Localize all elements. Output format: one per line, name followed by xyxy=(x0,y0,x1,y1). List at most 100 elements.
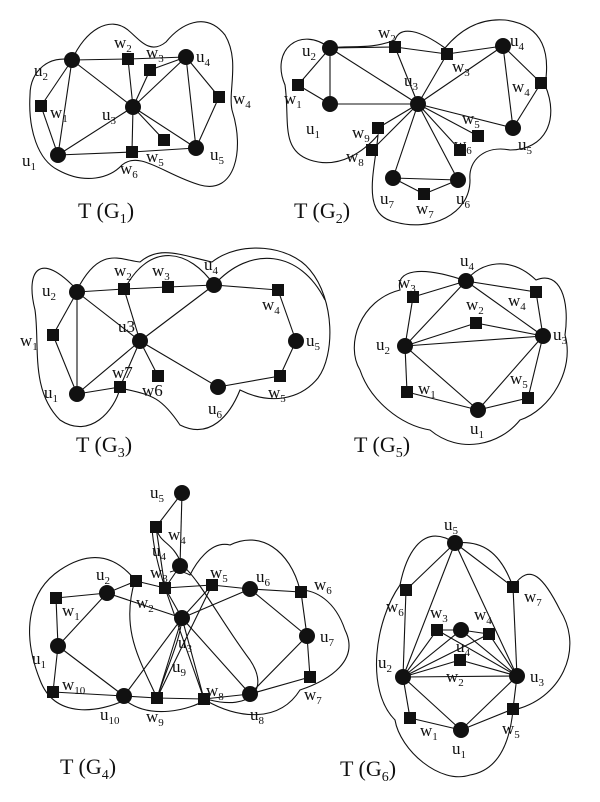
label-u4: u4 xyxy=(510,31,525,53)
vertex-w1 xyxy=(47,329,59,341)
label-u2: u2 xyxy=(96,565,110,587)
label-w6: w6 xyxy=(142,381,163,400)
vertex-u5 xyxy=(447,535,463,551)
label-u3: u3 xyxy=(553,325,568,347)
panel-t-g1: u1 u2 u3 u4 u5 w1 w2 w3 w4 w5 w6 T (G1) xyxy=(22,21,251,227)
vertex-w1 xyxy=(404,712,416,724)
label-w6: w6 xyxy=(386,597,404,619)
label-u6: u6 xyxy=(208,399,223,421)
vertex-u2 xyxy=(64,52,80,68)
vertex-w3 xyxy=(441,48,453,60)
label-w8: w8 xyxy=(346,147,364,169)
vertex-u8 xyxy=(242,686,258,702)
vertex-w9 xyxy=(151,692,163,704)
vertex-w3 xyxy=(162,281,174,293)
vertex-u5 xyxy=(288,333,304,349)
vertex-u7 xyxy=(299,628,315,644)
label-u3: u3 xyxy=(404,71,419,93)
label-u1: u1 xyxy=(452,739,466,761)
face-curve xyxy=(376,535,571,778)
vertex-w8 xyxy=(198,693,210,705)
vertex-w4 xyxy=(150,521,162,533)
caption-t-g5: T (G5) xyxy=(354,432,410,461)
label-u5: u5 xyxy=(518,135,533,157)
vertex-w5 xyxy=(274,370,286,382)
label-u2: u2 xyxy=(302,41,316,63)
vertex-w5 xyxy=(206,579,218,591)
vertex-w6 xyxy=(400,584,412,596)
vertex-w1 xyxy=(292,79,304,91)
vertex-w4 xyxy=(530,286,542,298)
vertex-u1 xyxy=(470,402,486,418)
vertex-u1 xyxy=(69,386,85,402)
label-u2: u2 xyxy=(34,61,48,83)
vertex-w5 xyxy=(507,703,519,715)
face-curve xyxy=(29,21,238,187)
caption-t-g6: T (G6) xyxy=(340,756,396,785)
vertex-u2 xyxy=(322,40,338,56)
label-w4: w4 xyxy=(474,605,492,627)
label-u8: u8 xyxy=(250,705,265,727)
vertex-u2 xyxy=(99,585,115,601)
vertex-w5 xyxy=(472,130,484,142)
label-w4: w4 xyxy=(233,89,251,111)
vertex-u4 xyxy=(495,38,511,54)
vertex-w6 xyxy=(295,586,307,598)
label-w5: w5 xyxy=(462,109,480,131)
label-w2: w2 xyxy=(114,33,132,55)
vertex-w6 xyxy=(126,146,138,158)
label-u6: u6 xyxy=(456,189,471,211)
label-u1: u1 xyxy=(44,383,58,405)
vertex-u1 xyxy=(453,722,469,738)
label-u5: u5 xyxy=(210,145,225,167)
vertex-u4 xyxy=(172,558,188,574)
label-w6: w6 xyxy=(120,159,138,181)
label-u4: u4 xyxy=(204,255,219,277)
vertex-u3 xyxy=(174,610,190,626)
face-curve xyxy=(353,263,568,445)
panel-t-g4: u1 u2 u3 u4 u5 u6 u7 u8 u9 u10 w1 w2 w3 … xyxy=(29,483,350,783)
vertex-w10 xyxy=(47,686,59,698)
vertex-u3 xyxy=(132,333,148,349)
vertex-u1 xyxy=(50,147,66,163)
vertex-u2 xyxy=(397,338,413,354)
label-u3: u3 xyxy=(102,105,117,127)
label-w1: w1 xyxy=(50,103,68,125)
vertex-w3 xyxy=(407,291,419,303)
label-w3: w3 xyxy=(152,261,170,283)
vertex-u5 xyxy=(505,120,521,136)
label-w5: w5 xyxy=(510,369,528,391)
vertex-u5 xyxy=(188,140,204,156)
label-w5: w5 xyxy=(210,563,228,585)
label-w2: w2 xyxy=(446,667,464,689)
caption-t-g3: T (G3) xyxy=(76,432,132,461)
vertex-w7 xyxy=(114,381,126,393)
vertex-w8 xyxy=(366,144,378,156)
label-u2: u2 xyxy=(42,281,56,303)
label-u2: u2 xyxy=(376,335,390,357)
label-w5: w5 xyxy=(146,147,164,169)
vertex-w2 xyxy=(122,53,134,65)
vertex-u10 xyxy=(116,688,132,704)
vertex-w9 xyxy=(372,122,384,134)
vertex-w5 xyxy=(158,134,170,146)
label-u9: u9 xyxy=(172,657,187,679)
label-w3: w3 xyxy=(146,43,164,65)
label-w7: w7 xyxy=(112,363,133,382)
vertex-w7 xyxy=(507,581,519,593)
vertex-u4 xyxy=(453,622,469,638)
label-w2: w2 xyxy=(378,23,396,45)
panel-t-g3: u1 u2 u3 u4 u5 u6 w1 w2 w3 w4 w5 w6 w7 T… xyxy=(20,247,331,461)
label-w5: w5 xyxy=(268,383,286,405)
vertex-u1 xyxy=(50,638,66,654)
vertex-w2 xyxy=(389,41,401,53)
label-u4: u4 xyxy=(196,47,211,69)
vertex-w2 xyxy=(118,283,130,295)
label-w2: w2 xyxy=(114,261,132,283)
face-curve xyxy=(59,557,183,700)
vertex-u3 xyxy=(535,328,551,344)
label-w1: w1 xyxy=(420,721,438,743)
label-u1: u1 xyxy=(22,151,36,173)
label-w10: w10 xyxy=(62,675,86,697)
